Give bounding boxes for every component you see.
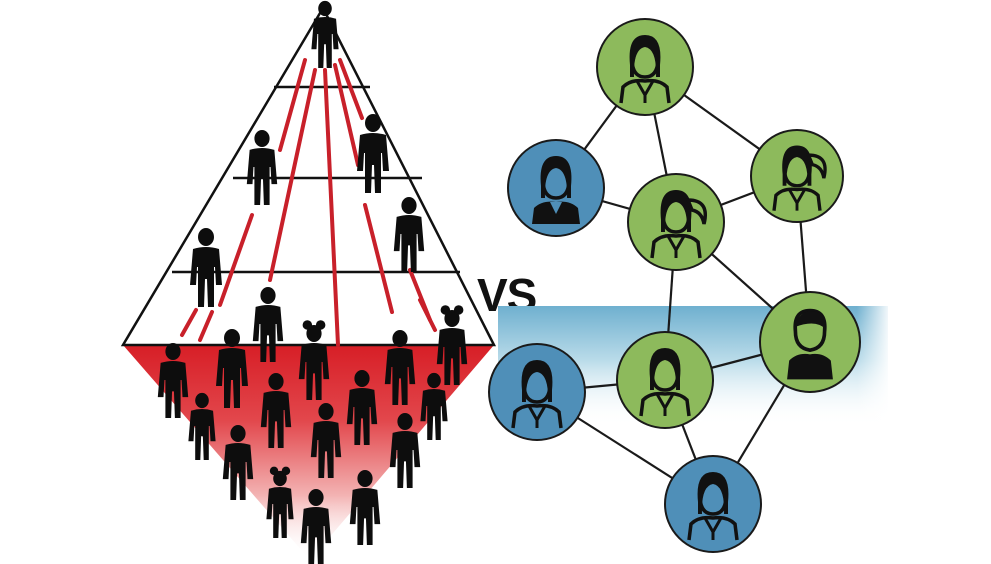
- hierarchy-pyramid: [120, 0, 497, 564]
- person-avatar-icon: [787, 308, 833, 380]
- network-nodes: [488, 18, 861, 553]
- person-avatar-icon: [532, 156, 580, 224]
- network-node-n3: [750, 129, 844, 223]
- person-icon: [311, 0, 339, 68]
- network-node-circle: [759, 291, 861, 393]
- pyramid-outline: [120, 5, 497, 347]
- person-avatar-icon: [511, 360, 563, 429]
- command-lines: [180, 58, 437, 347]
- network-node-n7: [616, 331, 714, 429]
- network-edges: [536, 66, 812, 505]
- person-icon: [190, 228, 222, 307]
- person-avatar-icon: [650, 190, 707, 259]
- person-icon: [393, 196, 425, 272]
- network-node-n5: [759, 291, 861, 393]
- network-node-n4: [627, 173, 725, 271]
- network-node-n6: [488, 343, 586, 441]
- pyramid-level-lines: [172, 85, 460, 274]
- network-node-circle: [507, 139, 605, 237]
- network-node-n2: [507, 139, 605, 237]
- person-avatar-icon: [687, 472, 739, 541]
- person-avatar-icon: [639, 348, 691, 417]
- network-node-n8: [664, 455, 762, 553]
- network-graph: [488, 18, 888, 553]
- network-node-n1: [596, 18, 694, 116]
- person-avatar-icon: [772, 145, 827, 211]
- person-avatar-icon: [619, 35, 671, 104]
- person-icon: [246, 129, 278, 205]
- hierarchy-base-crowd-area: [123, 345, 494, 560]
